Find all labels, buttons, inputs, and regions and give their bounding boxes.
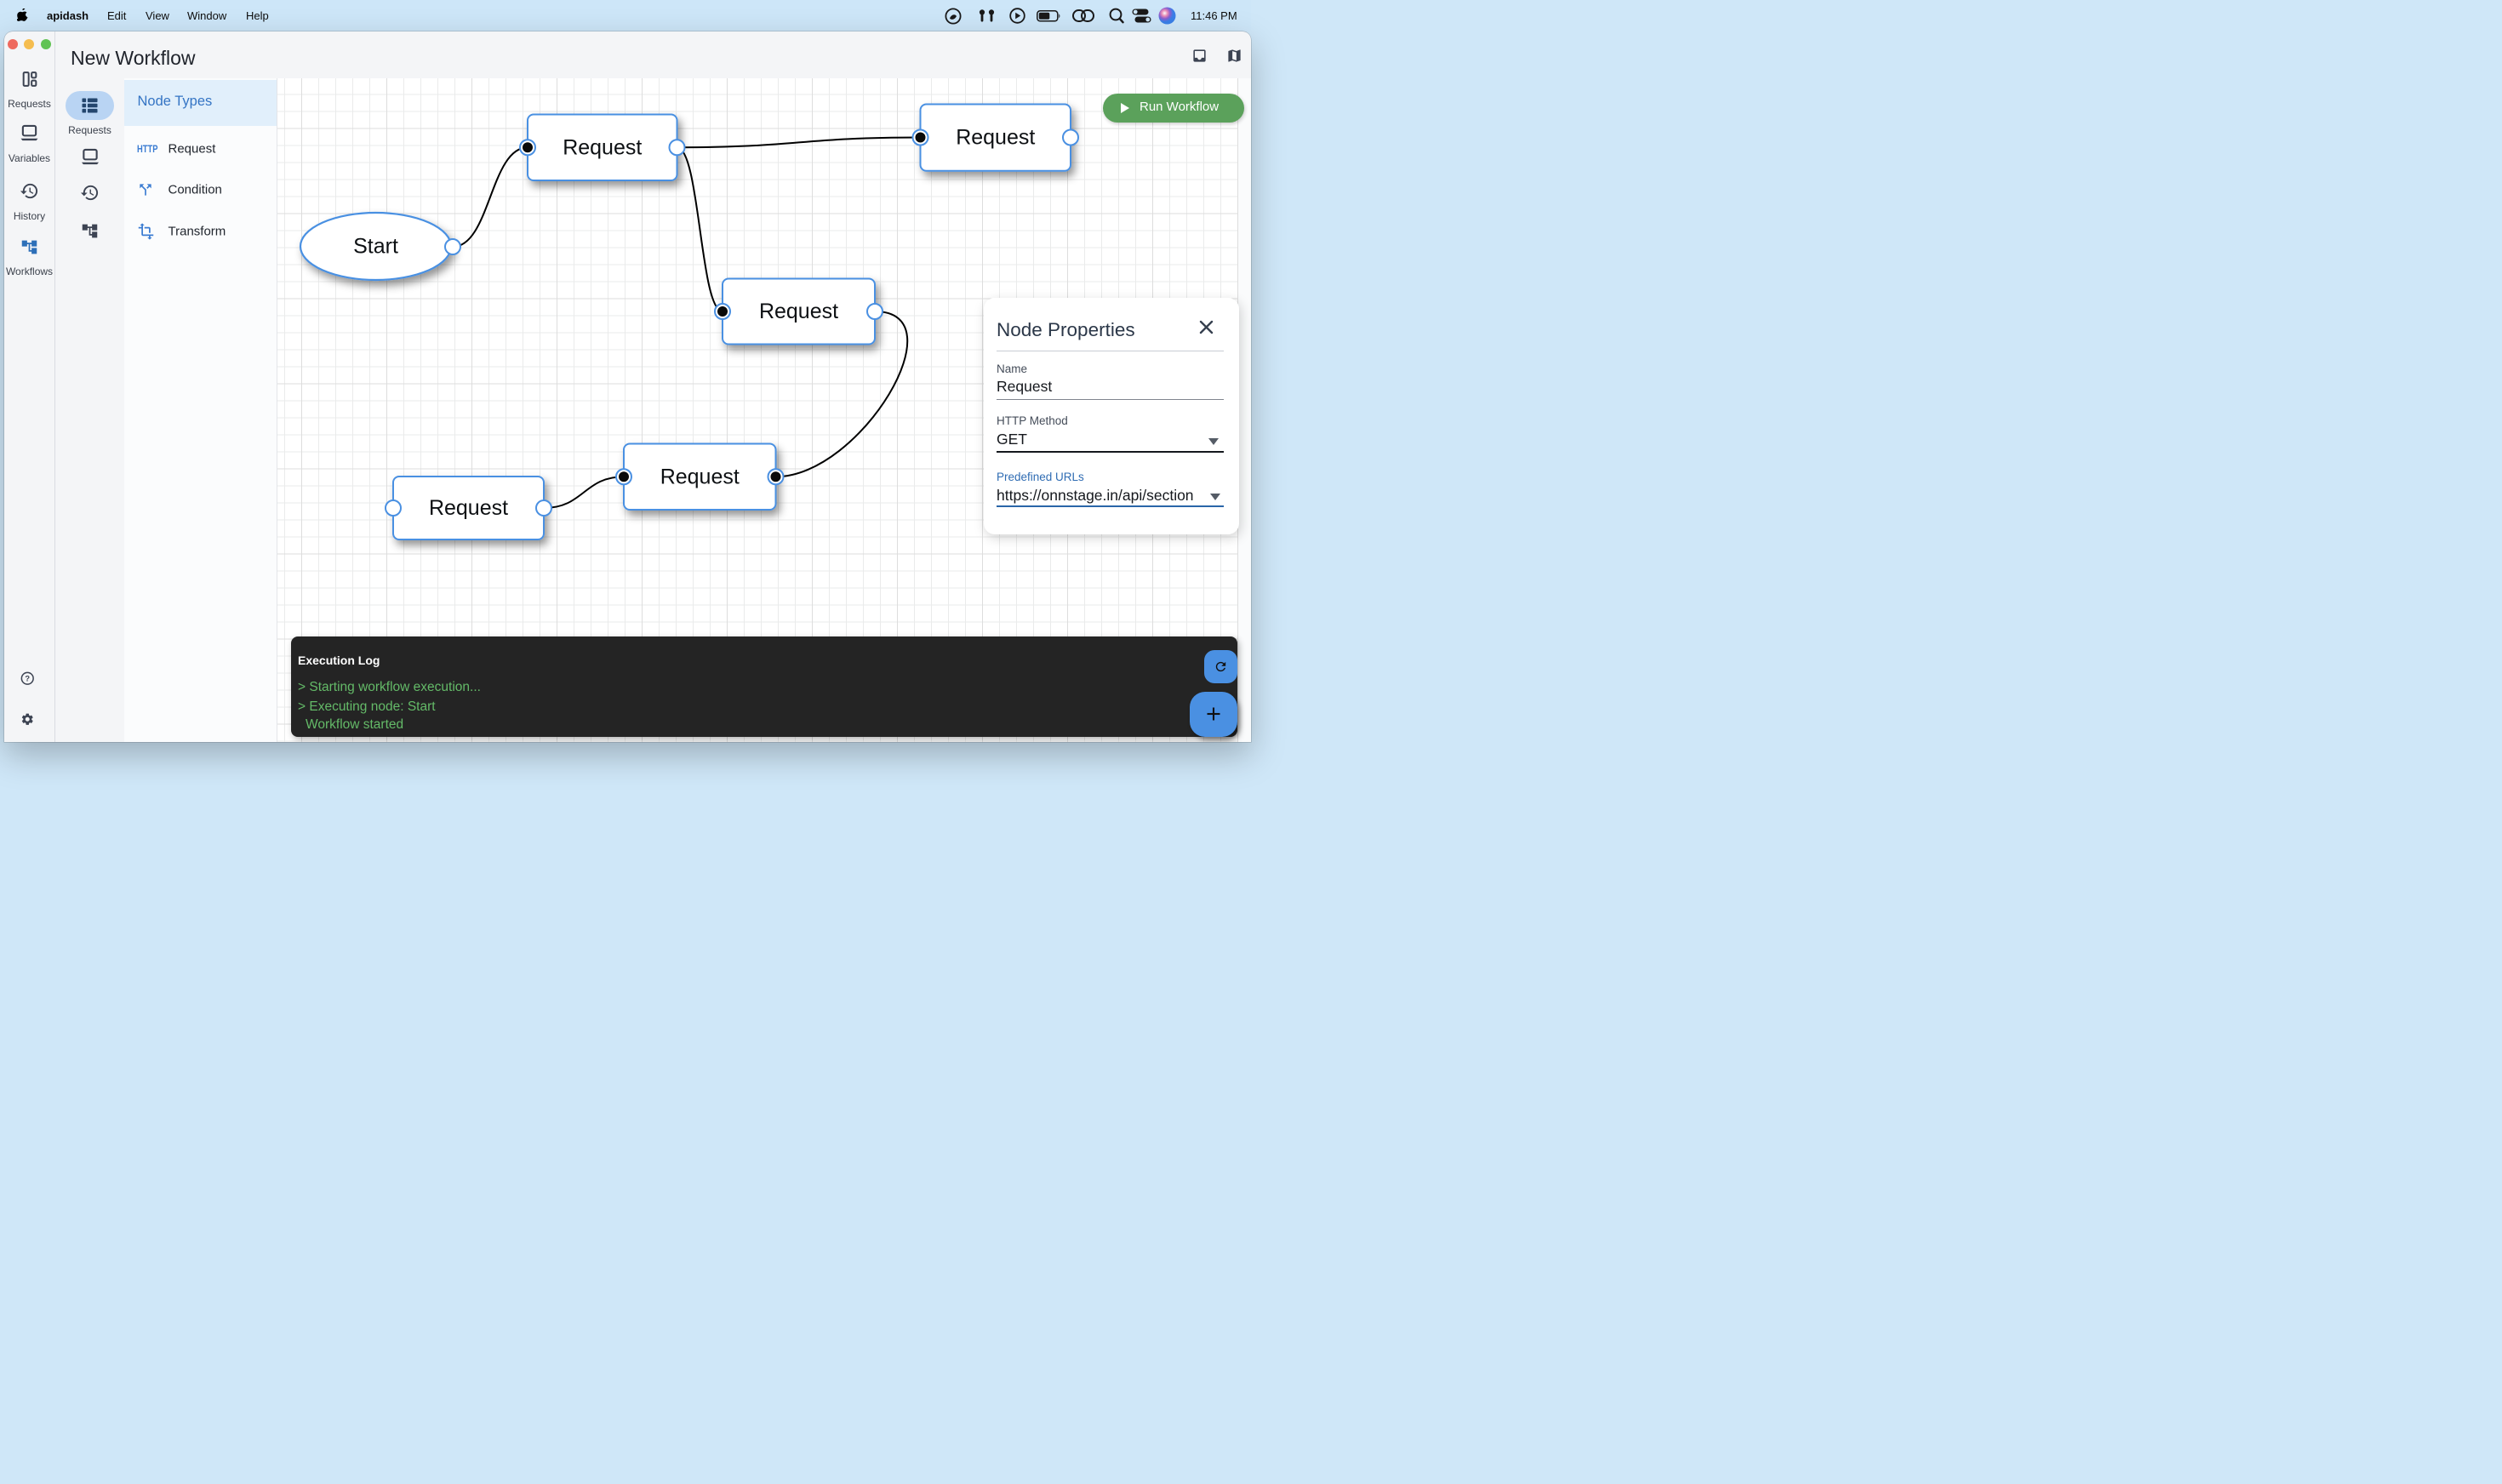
- svg-text:Request: Request: [660, 465, 740, 488]
- svg-text:Request: Request: [429, 496, 508, 520]
- svg-text:?: ?: [25, 674, 30, 682]
- svg-text:Request: Request: [956, 125, 1035, 149]
- svg-text:Start: Start: [353, 234, 398, 258]
- svg-text:Request: Request: [759, 300, 838, 323]
- svg-text:Request: Request: [563, 135, 642, 159]
